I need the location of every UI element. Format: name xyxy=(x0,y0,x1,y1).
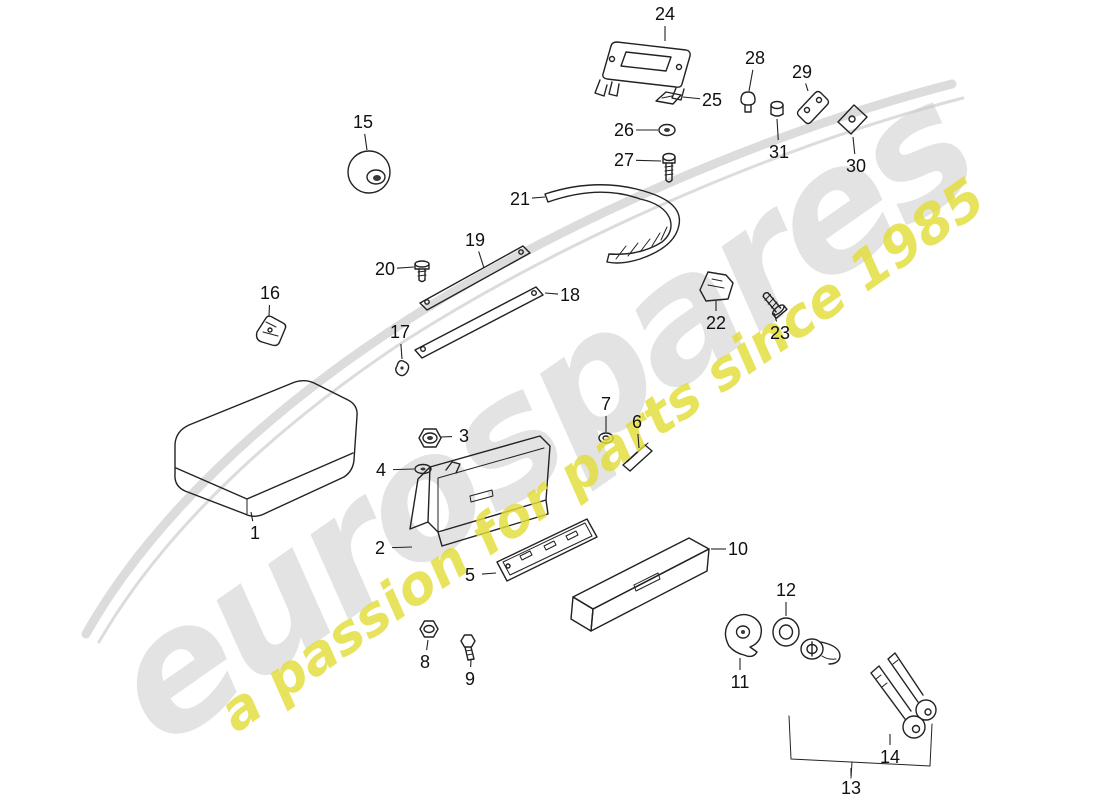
callout-26: 26 xyxy=(614,120,634,140)
part-9-bolt xyxy=(460,634,476,661)
part-29-plate xyxy=(796,90,830,125)
leader-line-8 xyxy=(426,639,429,651)
callout-16: 16 xyxy=(260,283,280,303)
leader-line-19 xyxy=(478,251,485,269)
part-8-nut-small xyxy=(419,620,439,638)
callout-1: 1 xyxy=(250,523,260,543)
part-21-strap xyxy=(544,184,681,264)
callout-9: 9 xyxy=(465,669,475,689)
part-19-strip xyxy=(419,245,531,311)
part-3-nut xyxy=(418,428,442,448)
part-26-washer xyxy=(658,123,676,137)
callout-13: 13 xyxy=(841,778,861,798)
leader-line-18 xyxy=(544,292,559,295)
callout-15: 15 xyxy=(353,112,373,132)
part-15-knob xyxy=(347,150,391,194)
part-11-lock-housing xyxy=(724,613,763,658)
callout-14: 14 xyxy=(880,747,900,767)
callout-31: 31 xyxy=(769,142,789,162)
callout-7: 7 xyxy=(601,394,611,414)
callout-2: 2 xyxy=(375,538,385,558)
part-25-clip xyxy=(655,91,682,105)
callout-30: 30 xyxy=(846,156,866,176)
leader-line-2 xyxy=(391,546,413,549)
leader-line-6 xyxy=(637,433,640,449)
part-24-latch-assembly xyxy=(594,41,691,101)
callout-17: 17 xyxy=(390,322,410,342)
leader-line-25 xyxy=(682,96,701,100)
part-12-bezel-ring xyxy=(772,617,800,647)
callout-21: 21 xyxy=(510,189,530,209)
callout-27: 27 xyxy=(614,150,634,170)
part-13-group-bracket xyxy=(788,715,933,779)
callout-24: 24 xyxy=(655,4,675,24)
leader-line-31 xyxy=(776,118,779,141)
leader-line-17 xyxy=(400,343,403,360)
part-7-washer-small xyxy=(598,432,614,444)
part-14-keys xyxy=(870,652,937,739)
callout-5: 5 xyxy=(465,565,475,585)
callout-28: 28 xyxy=(745,48,765,68)
callout-25: 25 xyxy=(702,90,722,110)
leader-line-30 xyxy=(852,136,856,155)
diagram-art xyxy=(174,41,937,779)
callout-12: 12 xyxy=(776,580,796,600)
part-30-plate-square xyxy=(837,104,868,135)
leader-line-1 xyxy=(250,511,254,522)
callout-19: 19 xyxy=(465,230,485,250)
part-17-clip-small xyxy=(395,359,410,377)
callout-11: 11 xyxy=(731,672,750,692)
callout-29: 29 xyxy=(792,62,812,82)
callout-10: 10 xyxy=(728,539,748,559)
part-lock-cylinder xyxy=(800,638,841,665)
part-18-strip xyxy=(414,286,544,359)
leader-line-29 xyxy=(805,83,809,92)
part-6-wedge xyxy=(622,442,653,472)
part-22-grommet xyxy=(699,271,734,302)
callout-20: 20 xyxy=(375,259,395,279)
callout-22: 22 xyxy=(706,313,726,333)
callout-18: 18 xyxy=(560,285,580,305)
callout-23: 23 xyxy=(770,323,790,343)
leader-line-21 xyxy=(531,196,546,199)
part-1-cushion xyxy=(174,380,358,517)
part-31-bushing xyxy=(770,100,784,117)
callout-8: 8 xyxy=(420,652,430,672)
leader-line-5 xyxy=(481,572,497,575)
part-10-lid xyxy=(570,537,710,632)
leader-line-27 xyxy=(635,159,662,162)
part-27-screw xyxy=(662,152,676,183)
watermark-swoosh xyxy=(81,79,965,644)
leader-line-4 xyxy=(392,468,415,471)
callout-6: 6 xyxy=(632,412,642,432)
part-20-screw xyxy=(414,260,430,283)
part-2-liner-tray xyxy=(409,435,551,547)
leader-line-23 xyxy=(773,312,778,322)
part-5-plate xyxy=(496,518,598,582)
leader-line-28 xyxy=(748,69,754,92)
part-16-clip xyxy=(255,315,287,347)
leader-line-15 xyxy=(364,133,368,151)
callout-3: 3 xyxy=(459,426,469,446)
callout-4: 4 xyxy=(376,460,386,480)
leader-line-20 xyxy=(396,266,415,269)
part-28-rivet xyxy=(740,91,756,113)
